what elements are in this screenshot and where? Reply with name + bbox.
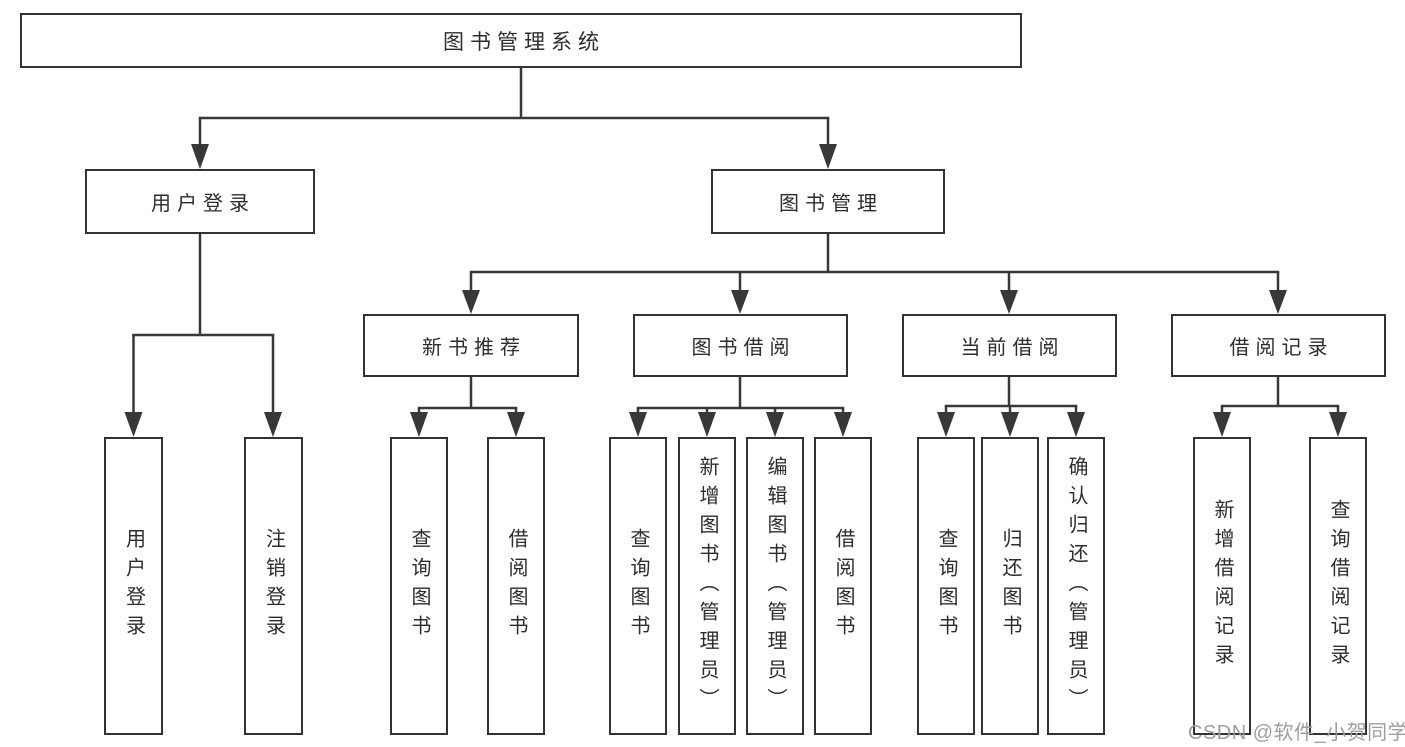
leaf-add-book-admin: 新增图书（管理员） [678, 437, 736, 735]
leaf-label: 新增借阅记录 [1211, 499, 1233, 673]
node-current-borrow: 当前借阅 [902, 314, 1117, 377]
leaf-label: 借阅图书 [505, 528, 527, 644]
leaf-label: 编辑图书（管理员） [764, 455, 786, 717]
leaf-label: 借阅图书 [832, 528, 854, 644]
node-book-management: 图书管理 [711, 169, 945, 234]
leaf-query-book-current: 查询图书 [917, 437, 975, 735]
leaf-query-book-recommend: 查询图书 [390, 437, 448, 735]
leaf-query-book-borrow: 查询图书 [609, 437, 667, 735]
leaf-label: 确认归还（管理员） [1065, 455, 1087, 717]
leaf-logout: 注销登录 [244, 437, 303, 735]
leaf-label: 归还图书 [999, 528, 1021, 644]
node-book-borrow: 图书借阅 [633, 314, 848, 377]
leaf-label: 查询图书 [627, 528, 649, 644]
leaf-label: 查询借阅记录 [1327, 499, 1349, 673]
leaf-logout-label: 注销登录 [262, 528, 285, 644]
node-new-book-recommend: 新书推荐 [363, 314, 579, 377]
leaf-confirm-return-admin: 确认归还（管理员） [1047, 437, 1105, 735]
leaf-borrow-book: 借阅图书 [814, 437, 872, 735]
leaf-label: 查询图书 [408, 528, 430, 644]
leaf-user-login-label: 用户登录 [122, 528, 145, 644]
leaf-add-borrow-record: 新增借阅记录 [1193, 437, 1251, 735]
leaf-edit-book-admin: 编辑图书（管理员） [746, 437, 804, 735]
node-user-login: 用户登录 [85, 169, 315, 234]
leaf-label: 新增图书（管理员） [696, 455, 718, 717]
leaf-label: 查询图书 [935, 528, 957, 644]
leaf-borrow-book-recommend: 借阅图书 [487, 437, 545, 735]
leaf-user-login: 用户登录 [104, 437, 163, 735]
leaf-return-book: 归还图书 [981, 437, 1039, 735]
leaf-query-borrow-record: 查询借阅记录 [1309, 437, 1367, 735]
csdn-watermark: CSDN @软件_小贺同学 [1188, 722, 1405, 744]
node-library-management-system: 图书管理系统 [20, 13, 1022, 68]
node-borrow-records: 借阅记录 [1171, 314, 1386, 377]
